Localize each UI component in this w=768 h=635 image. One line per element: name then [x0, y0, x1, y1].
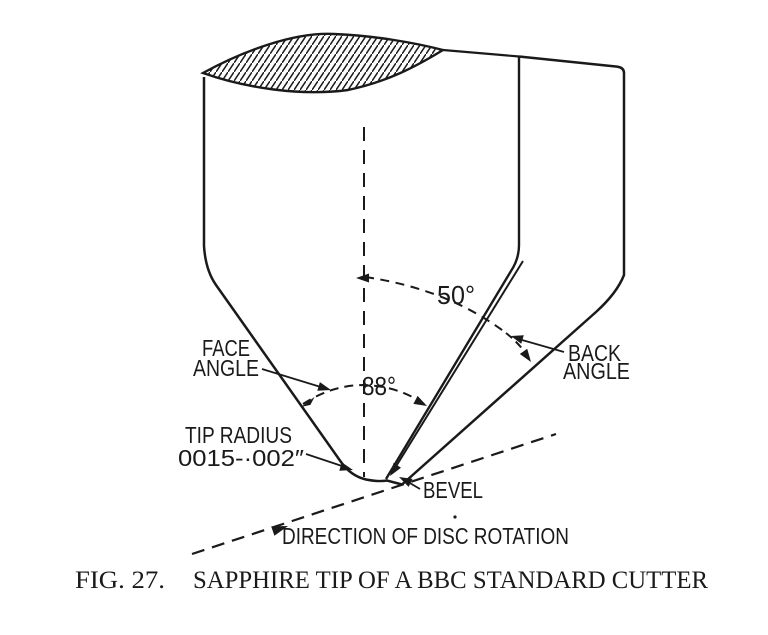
arrowhead-disc-rotation [271, 526, 288, 536]
cutting-face-inner-edge [394, 260, 524, 469]
arrowhead-50-arc-start [356, 273, 369, 283]
cutting-face-front-edge [384, 56, 521, 480]
label-disc-rotation: DIRECTION OF DISC ROTATION [282, 523, 569, 549]
label-tip-radius-line2: 0015-·002″ [178, 445, 304, 471]
left-profile-and-tip-edge [202, 77, 403, 486]
hatched-top-face [200, 32, 447, 94]
label-back-angle-line1: BACK [568, 340, 622, 366]
label-back-angle-line2: ANGLE [563, 358, 630, 384]
label-bevel: BEVEL [423, 477, 483, 503]
label-50-degrees: 50° [437, 280, 475, 310]
face-angle-arc [302, 383, 425, 405]
arrowhead-face-arc-right [413, 395, 427, 406]
face-angle-leader [261, 368, 325, 389]
label-tip-radius-line1: TIP RADIUS [185, 422, 292, 448]
arrowhead-face-angle-leader [317, 382, 331, 391]
arrowhead-face-arc-left [301, 396, 315, 407]
arrowhead-back-angle-arc [519, 348, 531, 362]
figure-caption-title: SAPPHIRE TIP OF A BBC STANDARD CUTTER [193, 567, 708, 594]
arrowhead-tip-radius-leader [339, 462, 353, 471]
figure-caption-number: FIG. 27. [75, 567, 165, 594]
back-slope-and-right-edge [401, 55, 626, 486]
stray-ink-dot [453, 515, 457, 519]
arrowhead-bevel-leader [399, 477, 413, 487]
arrowhead-cutting-edge-tip [390, 462, 401, 476]
label-face-angle-line1: FACE [202, 335, 250, 361]
label-88-degrees: 88° [362, 371, 396, 401]
top-edge [442, 48, 520, 58]
back-angle-leader [514, 337, 565, 353]
label-face-angle-line2: ANGLE [193, 355, 259, 381]
disc-rotation-dashed-line [191, 432, 557, 556]
fifty-degree-arc [364, 276, 507, 334]
arrowhead-back-angle-leader [511, 335, 524, 344]
